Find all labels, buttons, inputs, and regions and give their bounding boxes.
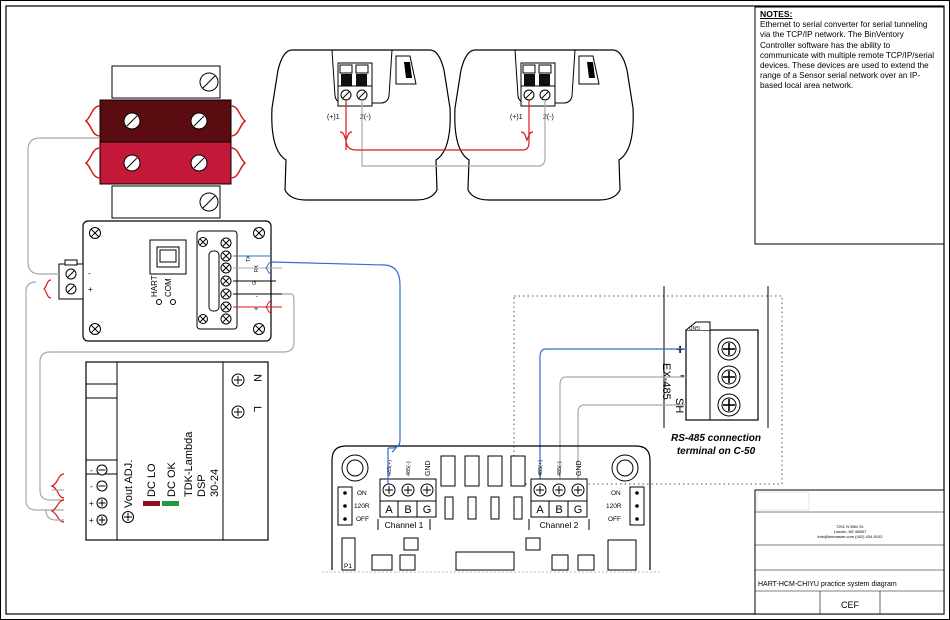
sensor-left-neg-label: 2(-)	[360, 114, 371, 121]
hart-led-icon	[156, 299, 162, 305]
dc-ok-label: DC OK	[166, 462, 178, 498]
ch2-off: OFF	[608, 516, 621, 523]
p1-label: P1	[344, 563, 352, 570]
hcm-minus-label: -	[88, 269, 91, 278]
hcm-terminal-screws	[220, 237, 232, 325]
model-label: DSP	[196, 474, 208, 497]
model-num-label: 30-24	[209, 469, 221, 497]
hcm-pin-g: G	[252, 281, 258, 285]
rs485-minus: -	[680, 367, 685, 383]
ch1-pin-485p: 485(+)	[387, 460, 393, 476]
ch1-off: OFF	[356, 516, 369, 523]
vout-adj-label: Vout ADJ.	[123, 460, 135, 508]
com-label: COM	[164, 278, 173, 297]
sh-label: SH	[673, 398, 685, 413]
psu-plus-2: +	[89, 516, 94, 525]
address-line-1: 7201 N 98th St.	[836, 524, 864, 529]
hcm-plus-label: +	[88, 285, 93, 294]
rs485-title-2: terminal on C-50	[677, 446, 756, 457]
ch2-on: ON	[611, 490, 621, 497]
ch2-a: A	[536, 504, 544, 516]
rs485-title-1: RS-485 connection	[671, 433, 761, 444]
notes-box	[754, 6, 945, 245]
psu-minus-1: -	[90, 466, 93, 475]
ch1-g: G	[423, 504, 432, 516]
com-led-icon	[170, 299, 176, 305]
sensor-right-neg-label: 2(-)	[543, 114, 554, 121]
address-line-2: Lincoln, NE 68507	[834, 529, 867, 534]
ch2-pin-485n: 485(-)	[557, 461, 563, 476]
ch1-pin-gnd: GND	[425, 460, 432, 476]
l-label: L	[251, 406, 263, 412]
ch1-b: B	[404, 504, 411, 516]
n-label: N	[251, 374, 263, 382]
channel-2-label: Channel 2	[540, 520, 579, 530]
power-supply: - - + + Vout ADJ. DC LO DC OK TDK-Lambda…	[85, 361, 269, 541]
psu-output-terminals	[96, 464, 108, 526]
title-block: 7201 N 98th St. Lincoln, NE 68507 info@b…	[754, 489, 945, 615]
sensor-right-pos-label: (+)1	[510, 114, 523, 121]
ch2-b: B	[555, 504, 562, 516]
hart-label: HART	[150, 275, 159, 297]
notes-body: Ethernet to serial converter for serial …	[760, 20, 935, 91]
ch2-pin-485p: 485(+)	[538, 460, 544, 476]
terminal-block-positive	[99, 141, 232, 185]
rs485-dotted-outline	[513, 295, 783, 485]
hcm-pin-plus: +	[254, 306, 258, 313]
controller-board: A B G Channel 1 485(+) 485(-) GND A B G …	[322, 445, 660, 573]
ex485-label: EX-485	[660, 363, 672, 400]
dc-lo-label: DC LO	[146, 463, 158, 497]
notes-heading: NOTES:	[760, 9, 793, 19]
sensor-left-pos-label: (+)1	[327, 114, 340, 121]
psu-plus-1: +	[89, 499, 94, 508]
notes-panel: NOTES: Ethernet to serial converter for …	[760, 9, 940, 92]
channel-1-label: Channel 1	[385, 520, 424, 530]
terminal-block-negative	[99, 99, 232, 143]
ch2-pin-gnd: GND	[576, 460, 583, 476]
drawing-frame	[5, 5, 945, 615]
dc-ok-led	[162, 501, 179, 506]
dc-lo-led	[143, 501, 160, 506]
ch1-120r: 120R	[354, 503, 370, 510]
terminal-block-stack	[84, 65, 247, 219]
psu-minus-2: -	[90, 482, 93, 491]
ch1-on: ON	[357, 490, 367, 497]
ch2-120r: 120R	[606, 503, 622, 510]
drawn-by: CEF	[841, 600, 860, 610]
rs485-gnd-label: GND	[689, 324, 701, 330]
hcm-pin-tx: TX	[246, 255, 252, 262]
rs485-terminal: GND	[685, 321, 759, 421]
hart-communication-module: HART COM TX RX G - + - +	[58, 220, 272, 342]
drawing-title: HART-HCM-CHIYU practice system diagram	[758, 581, 897, 588]
sensor-left: (+)1 2(-)	[271, 49, 451, 201]
ch1-a: A	[385, 504, 393, 516]
brand-label: TDK-Lambda	[183, 431, 195, 497]
ch2-g: G	[574, 504, 583, 516]
contact-line: info@binmaster.com (402) 434-9102	[818, 534, 884, 539]
ch1-pin-485n: 485(-)	[406, 461, 412, 476]
hcm-pin-minus: -	[256, 294, 258, 300]
sensor-right: (+)1 2(-)	[454, 49, 634, 201]
